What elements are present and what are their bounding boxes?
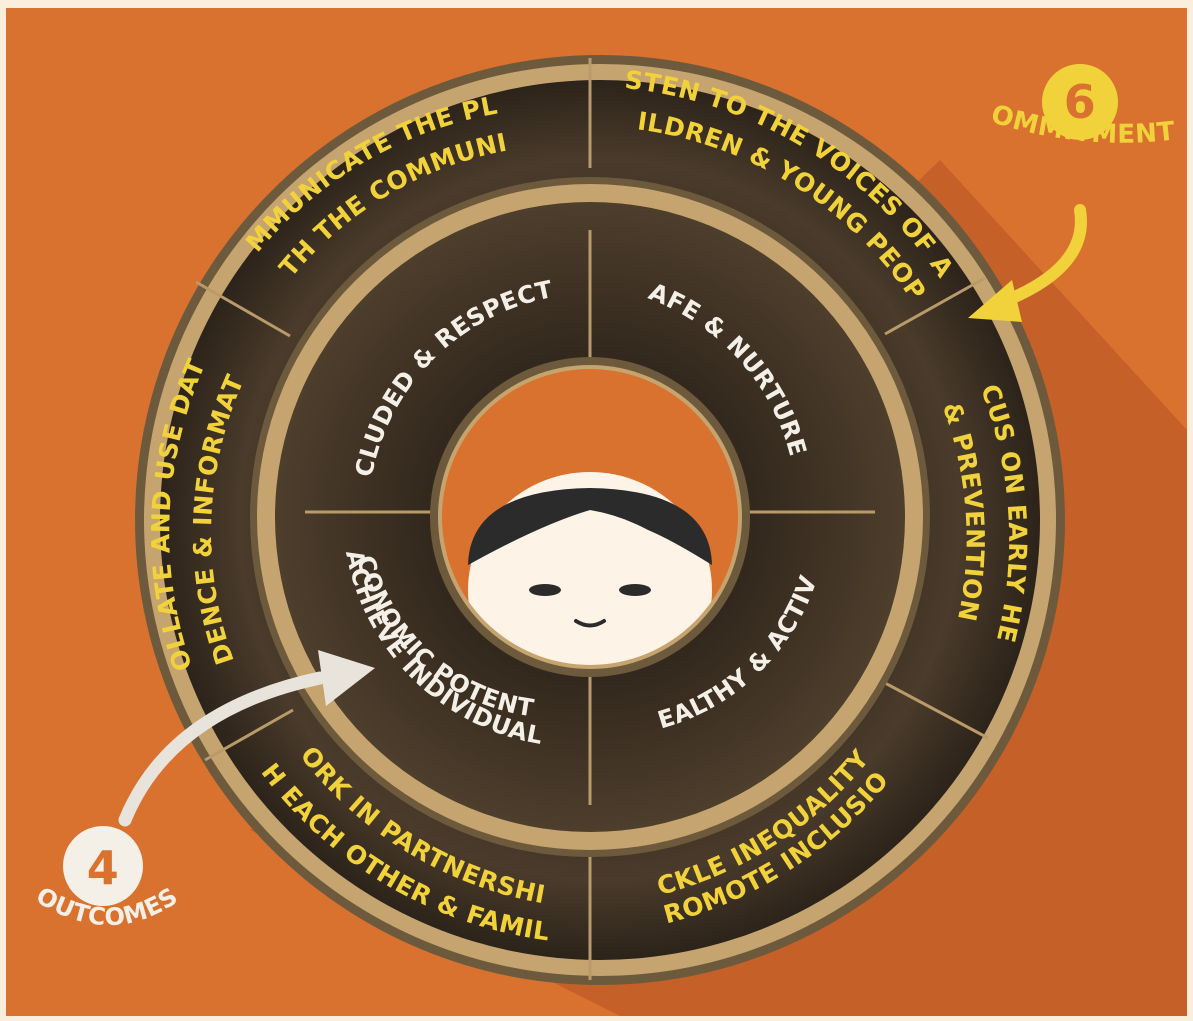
commitment-dividers [195, 58, 989, 980]
child-face-icon [442, 369, 738, 665]
arrowhead-icon [318, 650, 375, 706]
commitments-count: 6 [1064, 75, 1097, 129]
outcomes-count-circle [63, 826, 143, 906]
outcomes-badge: 4 OUTCOMES [31, 650, 375, 931]
curved-arrow-icon [118, 671, 327, 827]
commitments-count-circle [1042, 64, 1118, 140]
outcomes-count: 4 [87, 841, 120, 895]
arrowhead-icon [968, 280, 1022, 322]
outcome-dividers [305, 230, 875, 805]
